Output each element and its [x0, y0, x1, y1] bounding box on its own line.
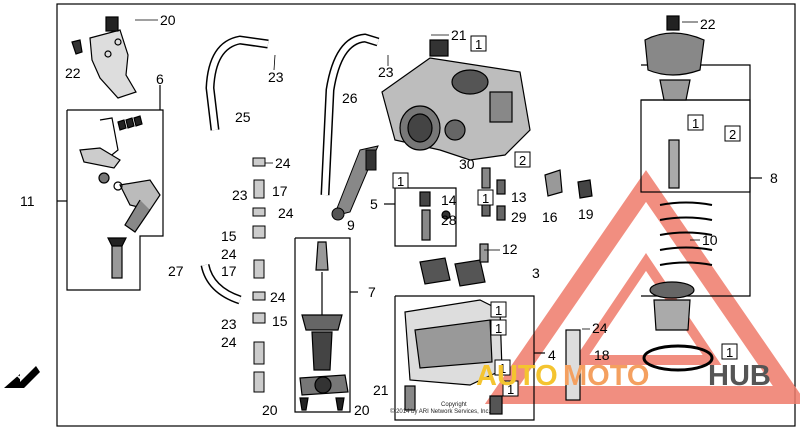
- callout-label: 24: [221, 334, 237, 350]
- copyright-line2: © 2014 by ARI Network Services, Inc.: [390, 408, 490, 415]
- callout-label: 10: [702, 232, 718, 248]
- fwd-arrow: FWD: [4, 359, 40, 388]
- svg-text:1: 1: [499, 361, 506, 376]
- needle-assembly: [294, 237, 358, 413]
- boxed-label: 1: [721, 343, 738, 360]
- float: [419, 243, 489, 287]
- callout-label: 22: [700, 16, 716, 32]
- svg-text:1: 1: [397, 174, 404, 189]
- callout-label: 3: [532, 265, 540, 281]
- callout-label: 23: [232, 187, 248, 203]
- svg-text:1: 1: [692, 116, 699, 131]
- callout-label: 20: [160, 12, 176, 28]
- boxed-label: 1: [470, 35, 487, 52]
- boxed-label: 2: [514, 151, 531, 168]
- boxed-label: 1: [490, 301, 507, 318]
- callout-label: 27: [168, 263, 184, 279]
- callout-label: 17: [272, 183, 288, 199]
- callout-label: 21: [373, 382, 389, 398]
- watermark-text: AUTO MOTO HUB: [476, 360, 771, 392]
- callout-label: 19: [578, 206, 594, 222]
- boxed-label: 1: [494, 359, 511, 376]
- svg-text:1: 1: [482, 191, 489, 206]
- watermark-moto: MOTO: [563, 360, 649, 392]
- carburetor-body: [381, 39, 531, 161]
- callout-label: 24: [270, 289, 286, 305]
- boxed-reference-labels: 1 1 2 1 1 2 1 1 1 1 1: [392, 35, 741, 397]
- diagram-frame: [56, 3, 796, 427]
- svg-text:1: 1: [507, 382, 514, 397]
- boxed-label: 1: [477, 189, 494, 206]
- callout-label: 7: [368, 284, 376, 300]
- callout-label: 14: [441, 192, 457, 208]
- svg-text:1: 1: [495, 303, 502, 318]
- boxed-label: 1: [392, 172, 409, 189]
- callout-label: 9: [347, 217, 355, 233]
- watermark-triangle-inner: [570, 253, 722, 365]
- pilot-screw-group: [331, 145, 379, 221]
- callout-label: 12: [502, 241, 518, 257]
- callout-label: 18: [594, 347, 610, 363]
- callout-label: 25: [235, 109, 251, 125]
- small-parts-column: [252, 157, 266, 393]
- svg-text:2: 2: [729, 127, 736, 142]
- callout-label: 20: [262, 402, 278, 418]
- callout-label: 4: [548, 347, 556, 363]
- leader-lines: [135, 19, 700, 330]
- callout-label: 22: [65, 65, 81, 81]
- callout-label: 13: [511, 189, 527, 205]
- svg-text:1: 1: [726, 345, 733, 360]
- callout-label: 24: [275, 155, 291, 171]
- svg-text:2: 2: [519, 153, 526, 168]
- jet-group: [384, 167, 506, 247]
- watermark-hub: HUB: [708, 360, 771, 392]
- callout-label: 5: [370, 196, 378, 212]
- copyright-line1: Copyright: [441, 402, 467, 408]
- callout-label: 30: [459, 156, 475, 172]
- callout-label: 23: [221, 316, 237, 332]
- callout-label: 26: [342, 90, 358, 106]
- callout-label: 6: [156, 71, 164, 87]
- watermark-auto: AUTO: [476, 360, 558, 392]
- callout-label: 23: [378, 64, 394, 80]
- diaphragm-group: [544, 15, 762, 401]
- boxed-label: 1: [502, 380, 519, 397]
- callout-label: 8: [770, 170, 778, 186]
- bracket-group: [57, 16, 164, 291]
- watermark-triangle-outer: [484, 170, 800, 404]
- callout-numbers: 20 22 6 11 25 23 26 21 23 22 24 17 23 24…: [20, 12, 778, 418]
- callout-label: 24: [221, 246, 237, 262]
- float-bowl: [394, 295, 545, 421]
- callout-label: 23: [268, 69, 284, 85]
- callout-label: 24: [278, 205, 294, 221]
- boxed-label: 1: [687, 114, 704, 131]
- boxed-label: 2: [724, 125, 741, 142]
- callout-label: 16: [542, 209, 558, 225]
- callout-label: 20: [354, 402, 370, 418]
- callout-label: 15: [221, 228, 237, 244]
- hoses: [200, 33, 380, 305]
- fwd-arrow-icon: [4, 366, 40, 388]
- svg-text:1: 1: [475, 37, 482, 52]
- callout-label: 15: [272, 313, 288, 329]
- callout-label: 24: [592, 320, 608, 336]
- callout-label: 11: [20, 193, 35, 209]
- callout-label: 28: [441, 212, 457, 228]
- svg-text:1: 1: [495, 321, 502, 336]
- callout-label: 29: [511, 209, 527, 225]
- callout-label: 17: [221, 263, 237, 279]
- callout-label: 21: [451, 27, 467, 43]
- boxed-label: 1: [490, 319, 507, 336]
